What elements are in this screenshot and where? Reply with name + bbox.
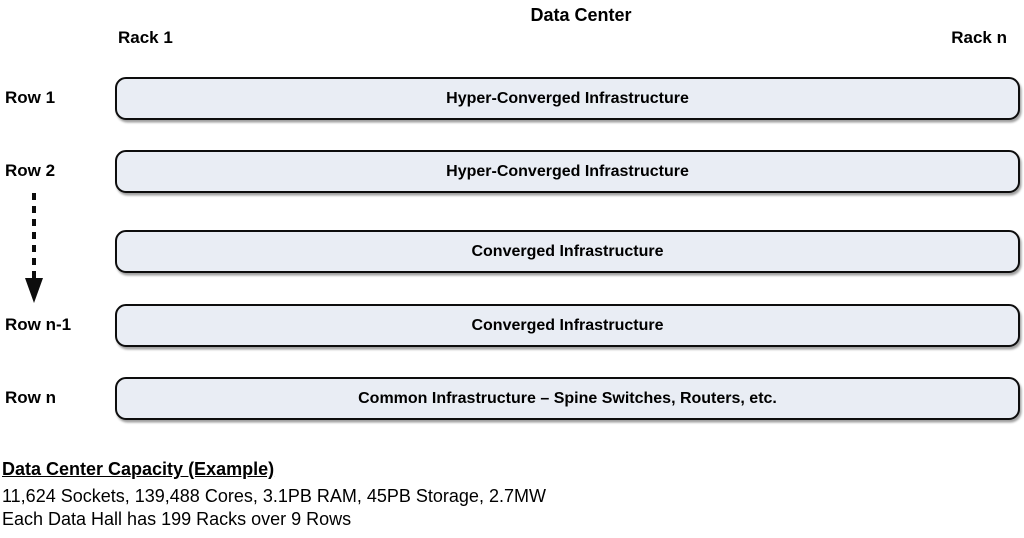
row-box-3-label: Converged Infrastructure (471, 242, 664, 260)
row-label-n-1: Row n-1 (5, 315, 72, 334)
footer-racks-line: Each Data Hall has 199 Racks over 9 Rows (2, 509, 352, 529)
row-box-n-1: Converged Infrastructure (115, 304, 1020, 347)
footer-heading: Data Center Capacity (Example) (2, 459, 275, 479)
row-box-1-label: Hyper-Converged Infrastructure (446, 89, 689, 107)
row-box-n-label: Common Infrastructure – Spine Switches, … (358, 389, 777, 407)
row-box-3: Converged Infrastructure (115, 230, 1020, 273)
diagram-title: Data Center (530, 5, 632, 25)
row-box-2-label: Hyper-Converged Infrastructure (446, 162, 689, 180)
row-box-1: Hyper-Converged Infrastructure (115, 77, 1020, 120)
row-label-1: Row 1 (5, 88, 56, 107)
row-box-n: Common Infrastructure – Spine Switches, … (115, 377, 1020, 420)
row-label-n: Row n (5, 388, 56, 407)
row-label-2: Row 2 (5, 161, 56, 180)
dashed-down-arrow-icon (25, 193, 43, 303)
row-box-n-1-label: Converged Infrastructure (471, 316, 664, 334)
rack-last-label: Rack n (951, 28, 1007, 47)
footer-capacity-line: 11,624 Sockets, 139,488 Cores, 3.1PB RAM… (2, 486, 546, 506)
rack-first-label: Rack 1 (118, 28, 173, 47)
row-box-2: Hyper-Converged Infrastructure (115, 150, 1020, 193)
